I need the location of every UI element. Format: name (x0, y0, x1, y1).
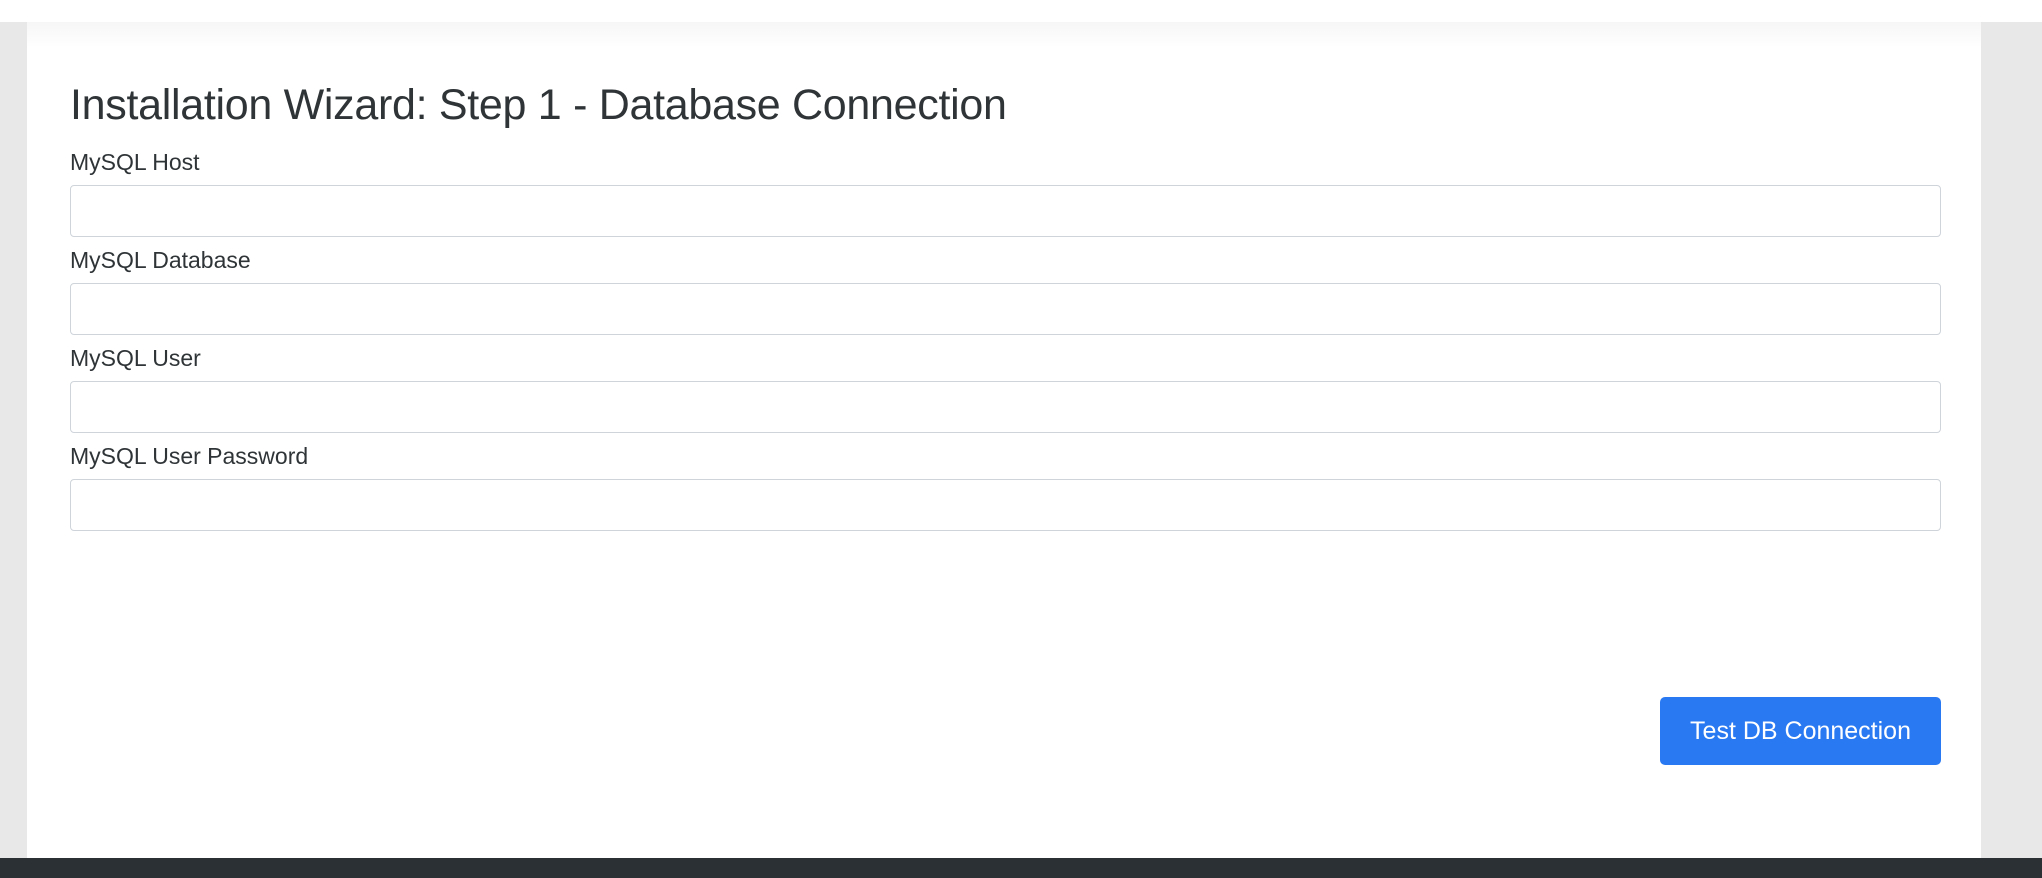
footer-bar (0, 858, 2042, 878)
input-mysql-user[interactable] (70, 381, 1941, 433)
label-mysql-host: MySQL Host (70, 149, 200, 175)
input-mysql-database[interactable] (70, 283, 1941, 335)
input-mysql-host[interactable] (70, 185, 1941, 237)
label-mysql-database: MySQL Database (70, 247, 251, 273)
label-mysql-user-password: MySQL User Password (70, 443, 309, 469)
field-group-mysql-user-password: MySQL User Password (70, 442, 1941, 531)
wizard-card: Installation Wizard: Step 1 - Database C… (27, 22, 1981, 858)
field-group-mysql-database: MySQL Database (70, 246, 1941, 335)
card-top-shadow (27, 22, 1981, 48)
database-connection-form: MySQL Host MySQL Database MySQL User MyS… (70, 148, 1941, 540)
label-mysql-user: MySQL User (70, 345, 201, 371)
field-group-mysql-host: MySQL Host (70, 148, 1941, 237)
input-mysql-user-password[interactable] (70, 479, 1941, 531)
field-group-mysql-user: MySQL User (70, 344, 1941, 433)
page-title: Installation Wizard: Step 1 - Database C… (70, 81, 1007, 129)
test-db-connection-button[interactable]: Test DB Connection (1660, 697, 1941, 765)
form-actions: Test DB Connection (70, 697, 1941, 765)
